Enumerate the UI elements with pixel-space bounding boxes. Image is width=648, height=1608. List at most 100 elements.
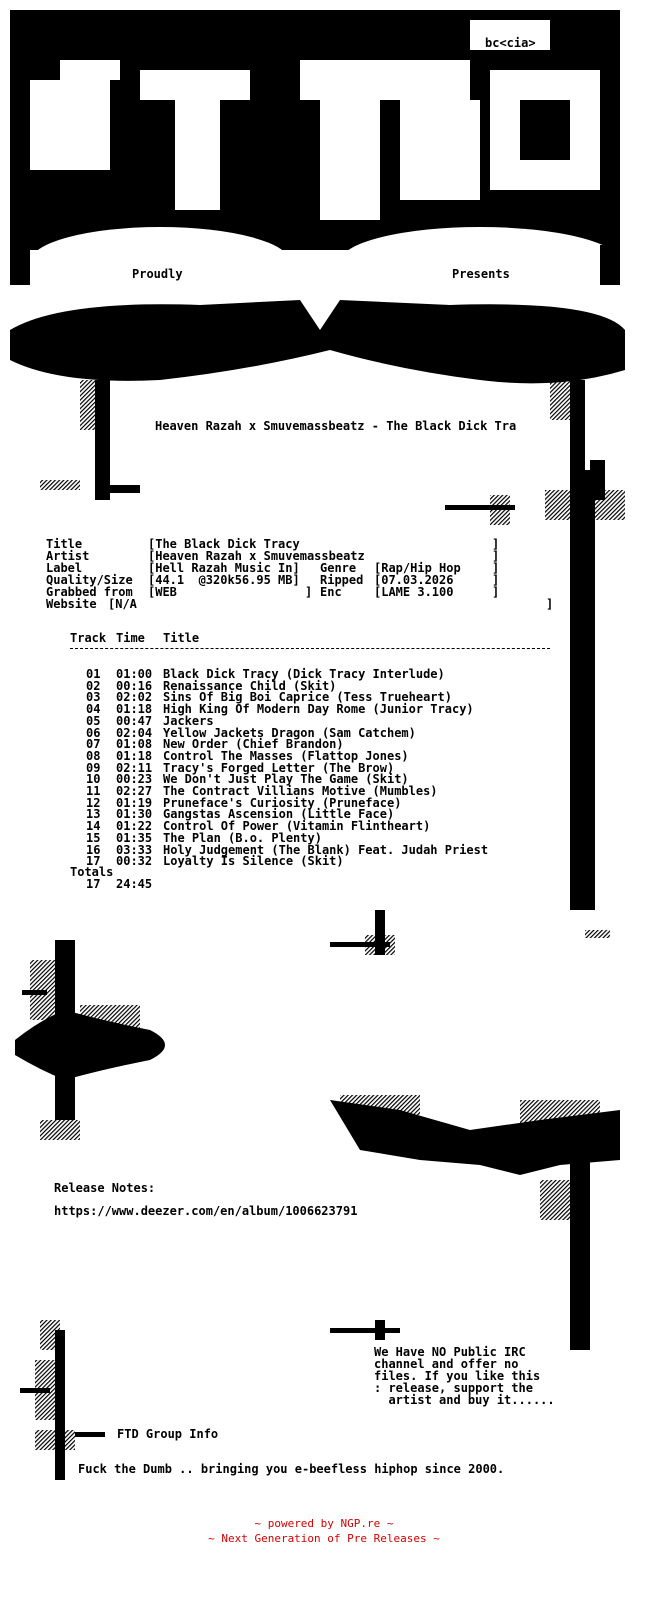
- track-title: Black Dick Tracy (Dick Tracy Interlude): [163, 667, 445, 681]
- track-title: New Order (Chief Brandon): [163, 737, 344, 752]
- track-time: 00:47: [116, 713, 153, 728]
- track-number: 09: [86, 760, 101, 775]
- track-title: Tracy's Forged Letter (The Brow): [163, 760, 395, 775]
- right-bar-art: [445, 460, 625, 938]
- info-grabbed-value: [WEB: [148, 585, 177, 599]
- track-number: 04: [86, 702, 101, 717]
- tracklist-header-title: Title: [163, 631, 200, 645]
- info-genre-label: Genre: [320, 561, 357, 575]
- irc-line: We Have NO Public IRC: [374, 1345, 526, 1359]
- irc-line: channel and offer no: [374, 1357, 519, 1371]
- info-ripped-value: [07.03.2026: [374, 573, 454, 587]
- info-quality-value: [44.1 @320k56.95 MB]: [148, 573, 300, 587]
- track-number: 17: [86, 854, 101, 869]
- gun-art-right: [330, 1095, 620, 1350]
- track-time: 02:11: [116, 760, 153, 775]
- track-number: 11: [86, 784, 101, 798]
- track-title: The Plan (B.o. Plenty): [163, 830, 322, 845]
- track-time: 02:04: [116, 725, 153, 740]
- track-number: 13: [86, 807, 101, 822]
- track-title: Renaissance Child (Skit): [163, 678, 337, 693]
- info-bracket: ]: [305, 585, 313, 599]
- info-enc-label: Enc: [320, 585, 342, 599]
- tracklist-header-track: Track: [70, 631, 107, 645]
- footer-ngp: ~ Next Generation of Pre Releases ~: [208, 1532, 440, 1545]
- info-bracket: ]: [492, 585, 500, 599]
- track-time: 02:27: [116, 784, 153, 798]
- track-time: 03:33: [116, 842, 153, 857]
- track-number: 05: [86, 713, 101, 728]
- track-title: Holy Judgement (The Blank) Feat. Judah P…: [163, 842, 489, 857]
- info-bracket: ]: [492, 549, 500, 563]
- presents-text: Presents: [452, 267, 510, 281]
- totals-time: 24:45: [116, 877, 153, 891]
- totals-label: Totals: [70, 865, 114, 879]
- art-tag: bc<cia>: [483, 36, 538, 50]
- irc-line: : release, support the: [374, 1381, 533, 1395]
- track-time: 00:32: [116, 854, 153, 869]
- info-bracket: ]: [492, 537, 500, 551]
- release-notes-url[interactable]: https://www.deezer.com/en/album/10066237…: [54, 1204, 358, 1218]
- track-number: 03: [86, 690, 101, 705]
- release-title: Heaven Razah x Smuvemassbeatz - The Blac…: [155, 419, 517, 433]
- footer-powered[interactable]: ~ powered by NGP.re ~: [254, 1517, 394, 1530]
- track-title: Sins Of Big Boi Caprice (Tess Trueheart): [163, 690, 452, 705]
- track-number: 15: [86, 830, 101, 845]
- group-slogan: Fuck the Dumb .. bringing you e-beefless…: [78, 1462, 505, 1476]
- face-mustache-art: [10, 300, 625, 500]
- track-title: Pruneface's Curiosity (Pruneface): [163, 795, 402, 810]
- proudly-text: Proudly: [132, 267, 183, 281]
- track-number: 02: [86, 678, 101, 693]
- info-bracket: ]: [492, 573, 500, 587]
- track-title: Jackers: [163, 713, 214, 728]
- track-time: 00:23: [116, 772, 153, 787]
- tracklist-divider: [70, 648, 550, 650]
- track-time: 01:08: [116, 737, 153, 752]
- track-time: 01:22: [116, 819, 153, 834]
- track-title: High King Of Modern Day Rome (Junior Tra…: [163, 702, 474, 717]
- info-bracket: ]: [546, 597, 554, 611]
- track-number: 14: [86, 819, 101, 834]
- info-ripped-label: Ripped: [320, 573, 364, 587]
- release-notes-label: Release Notes:: [54, 1181, 156, 1195]
- track-time: 01:30: [116, 807, 153, 822]
- group-info-label: FTD Group Info: [117, 1427, 219, 1441]
- track-time: 01:00: [116, 667, 153, 681]
- track-number: 01: [86, 667, 101, 681]
- track-number: 16: [86, 842, 101, 857]
- info-enc-value: [LAME 3.100: [374, 585, 454, 599]
- track-title: Loyalty Is Silence (Skit): [163, 854, 344, 869]
- track-title: Control The Masses (Flattop Jones): [163, 748, 409, 763]
- info-artist-label: Artist: [46, 549, 90, 563]
- info-website-label: Website: [46, 597, 97, 611]
- track-time: 00:16: [116, 678, 153, 693]
- track-time: 01:18: [116, 748, 153, 763]
- info-quality-label: Quality/Size: [46, 573, 133, 587]
- info-website-value: [N/A: [108, 597, 137, 611]
- irc-line: artist and buy it......: [374, 1393, 555, 1407]
- info-genre-value: [Rap/Hip Hop: [374, 561, 461, 575]
- face-eyes-art: [10, 227, 620, 297]
- track-number: 06: [86, 725, 101, 740]
- track-number: 07: [86, 737, 101, 752]
- star-art-left: [15, 940, 165, 1140]
- track-number: 12: [86, 795, 101, 810]
- tracklist-header-time: Time: [116, 631, 145, 645]
- info-grabbed-label: Grabbed from: [46, 585, 133, 599]
- track-title: The Contract Villians Motive (Mumbles): [163, 784, 438, 798]
- track-title: Yellow Jackets Dragon (Sam Catchem): [163, 725, 416, 740]
- track-time: 01:18: [116, 702, 153, 717]
- track-number: 08: [86, 748, 101, 763]
- track-title: Gangstas Ascension (Little Face): [163, 807, 395, 822]
- track-title: We Don't Just Play The Game (Skit): [163, 772, 409, 787]
- track-number: 10: [86, 772, 101, 787]
- star-art-middle: [330, 910, 395, 955]
- info-title-label: Title: [46, 537, 83, 551]
- track-time: 01:35: [116, 830, 153, 845]
- info-bracket: ]: [492, 561, 500, 575]
- ftd-logo-art: [10, 10, 620, 250]
- info-label-value: [Hell Razah Music In]: [148, 561, 300, 575]
- left-bar-art-bottom: [20, 1320, 105, 1480]
- info-title-value: [The Black Dick Tracy: [148, 537, 300, 551]
- track-time: 01:19: [116, 795, 153, 810]
